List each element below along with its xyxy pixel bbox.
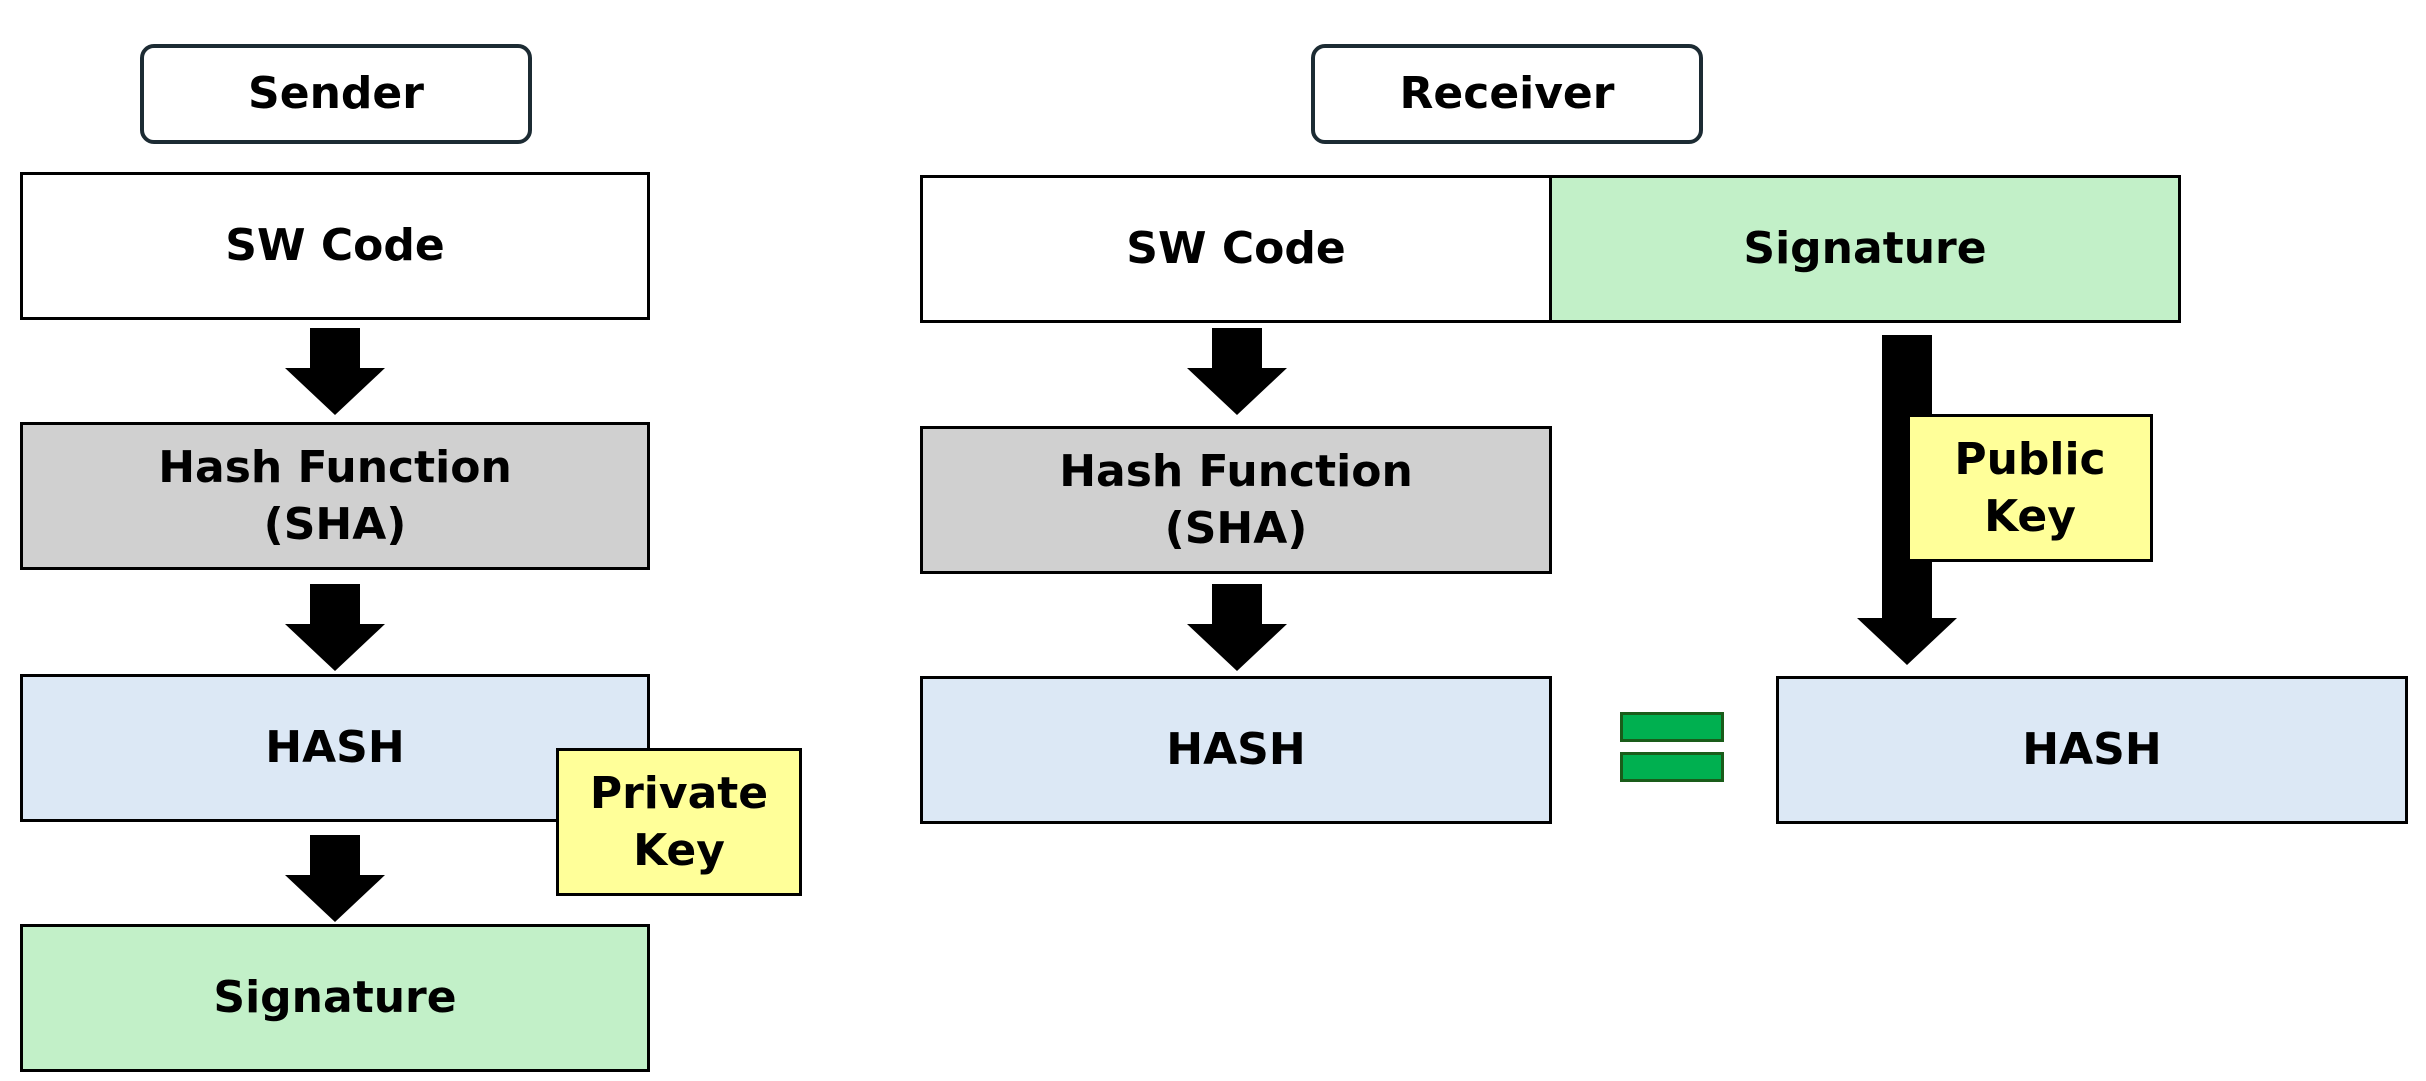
sender-signature-box: Signature bbox=[20, 924, 650, 1072]
private-key-label: Private Key bbox=[556, 748, 802, 896]
sender-sw-code-box: SW Code bbox=[20, 172, 650, 320]
receiver-hash-box-right: HASH bbox=[1776, 676, 2408, 824]
arrow-down-icon bbox=[1187, 584, 1287, 671]
equals-icon-bottom bbox=[1620, 752, 1724, 782]
sender-hash-box: HASH bbox=[20, 674, 650, 822]
sender-hash-function-box: Hash Function (SHA) bbox=[20, 422, 650, 570]
public-key-label: Public Key bbox=[1907, 414, 2153, 562]
receiver-title: Receiver bbox=[1311, 44, 1703, 144]
arrow-down-icon bbox=[1187, 328, 1287, 415]
receiver-sw-code-box: SW Code bbox=[920, 175, 1552, 323]
receiver-hash-box-left: HASH bbox=[920, 676, 1552, 824]
receiver-signature-box: Signature bbox=[1549, 175, 2181, 323]
arrow-down-icon bbox=[285, 835, 385, 922]
arrow-down-icon bbox=[285, 328, 385, 415]
equals-icon-top bbox=[1620, 712, 1724, 742]
sender-title: Sender bbox=[140, 44, 532, 144]
arrow-down-icon bbox=[285, 584, 385, 671]
receiver-hash-function-box: Hash Function (SHA) bbox=[920, 426, 1552, 574]
